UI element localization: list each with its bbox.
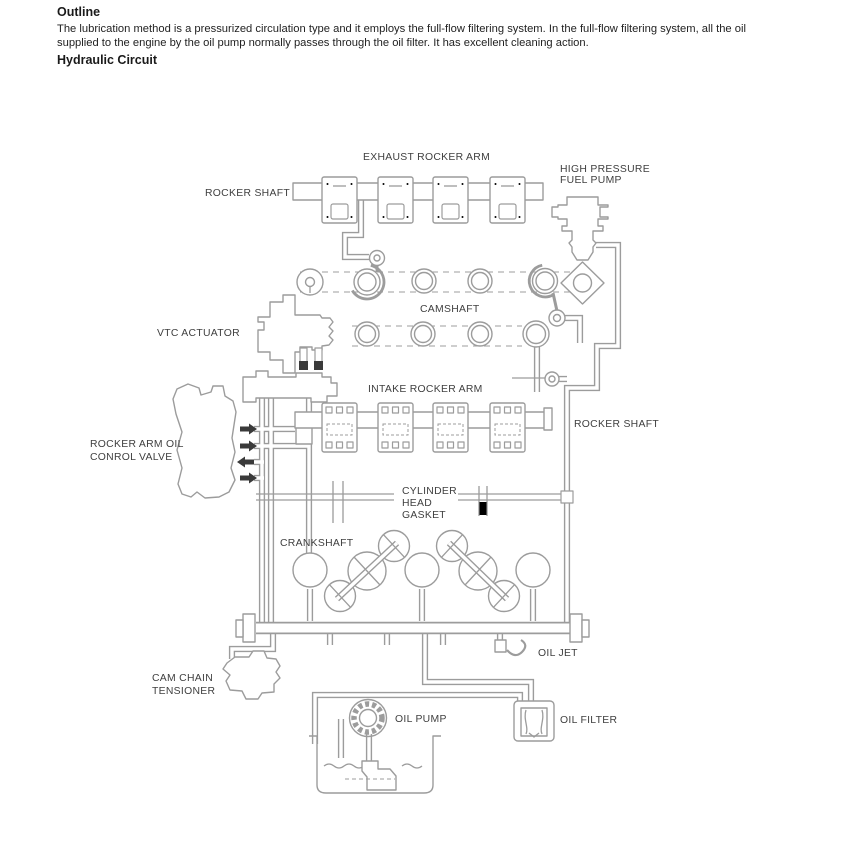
exhaust-rocker-arm-block	[432, 176, 469, 224]
rocker-arm-oil-control-valve-body	[172, 383, 237, 499]
intake-rocker-arm-block	[489, 402, 526, 453]
crank-throw	[323, 529, 411, 613]
label-cylinder-head-gasket-line3: GASKET	[402, 510, 446, 521]
intake-rocker-arm-block	[432, 402, 469, 453]
flow-arrow-right	[240, 440, 257, 452]
vtc-solenoid-foot	[299, 361, 308, 370]
high-pressure-fuel-pump-body	[551, 196, 609, 261]
exhaust-rocker-shaft-assembly	[292, 176, 544, 224]
exhaust-rocker-arm-block	[489, 176, 526, 224]
oil-passage-bracket	[295, 425, 313, 445]
cam-journal	[467, 321, 493, 347]
label-exhaust-rocker-arm: EXHAUST ROCKER ARM	[363, 152, 490, 163]
label-cylinder-head-gasket-line1: CYLINDER	[402, 486, 457, 497]
intake-rocker-shaft-end-cap	[543, 407, 553, 431]
diagram-linework	[172, 176, 618, 794]
oil-feed-junction	[548, 309, 566, 327]
oil-pump-rotor	[348, 698, 388, 738]
intake-rocker-arm-block	[321, 402, 358, 453]
label-cam-chain-tensioner-line1: CAM CHAIN	[152, 673, 213, 684]
hydraulic-circuit-heading: Hydraulic Circuit	[57, 53, 158, 67]
gallery-left-cap-flange	[235, 619, 244, 638]
label-high-pressure-fuel-pump-line1: HIGH PRESSURE	[560, 164, 650, 175]
intake-camshaft	[354, 320, 560, 387]
cam-sprocket-journal	[351, 264, 386, 301]
gallery-right-cap-flange	[581, 619, 590, 638]
vtc-actuator	[242, 294, 338, 403]
vtc-solenoid-leg	[314, 347, 323, 364]
label-camshaft: CAMSHAFT	[420, 304, 480, 315]
gallery-right-cap	[569, 613, 583, 643]
oil-filter-cartridge	[513, 700, 555, 742]
crank-main-journal	[292, 552, 328, 588]
fuel-pump-cam-lobe	[560, 261, 605, 305]
label-vtc-actuator: VTC ACTUATOR	[157, 328, 240, 339]
label-rocker-shaft-left: ROCKER SHAFT	[205, 188, 290, 199]
crank-throw	[435, 529, 521, 613]
oil-level-line	[323, 763, 423, 769]
exhaust-rocker-arm-block	[377, 176, 414, 224]
main-oil-gallery	[235, 613, 590, 643]
label-cylinder-head-gasket-line2: HEAD	[402, 498, 432, 509]
flow-arrow-right	[240, 472, 257, 484]
diagram-labels: EXHAUST ROCKER ARM ROCKER SHAFT HIGH PRE…	[90, 152, 659, 726]
outline-heading: Outline	[57, 5, 101, 19]
oil-flow-arrows	[237, 361, 323, 484]
cam-chain-tensioner-body	[222, 650, 281, 700]
cylinder-head-gasket-line	[256, 481, 574, 523]
oil-strainer	[361, 760, 397, 791]
label-oil-filter: OIL FILTER	[560, 715, 617, 726]
flow-arrow-left	[237, 456, 254, 468]
crank-main-journal	[404, 552, 440, 588]
label-oil-jet: OIL JET	[538, 648, 578, 659]
label-high-pressure-fuel-pump-line2: FUEL PUMP	[560, 175, 622, 186]
label-crankshaft: CRANKSHAFT	[280, 538, 354, 549]
cam-journal	[410, 321, 436, 347]
label-intake-rocker-arm: INTAKE ROCKER ARM	[368, 384, 483, 395]
oil-feed-junction	[544, 371, 560, 387]
vtc-solenoid-leg	[299, 347, 308, 364]
intake-rocker-shaft-assembly	[294, 402, 553, 453]
gasket-pipe-junction	[560, 490, 574, 504]
oil-jet-nozzle	[494, 639, 527, 657]
outline-paragraph: The lubrication method is a pressurized …	[57, 23, 746, 49]
camshaft-centerlines	[300, 271, 570, 347]
page-text-block: Outline The lubrication method is a pres…	[57, 5, 789, 68]
crankshaft-assembly	[292, 529, 551, 613]
exhaust-rocker-arm-block	[321, 176, 358, 224]
vtc-solenoid-foot	[314, 361, 323, 370]
label-rocker-shaft-right: ROCKER SHAFT	[574, 419, 659, 430]
label-rocker-arm-oil-control-valve-line1: ROCKER ARM OIL	[90, 439, 184, 450]
intake-rocker-arm-block	[377, 402, 414, 453]
label-rocker-arm-oil-control-valve-line2: CONROL VALVE	[90, 452, 173, 463]
flow-arrow-right	[240, 423, 257, 435]
cam-rear-sprocket-journal	[527, 263, 559, 312]
label-oil-pump: OIL PUMP	[395, 714, 447, 725]
cam-journal	[411, 268, 437, 294]
exhaust-camshaft	[296, 249, 605, 327]
cam-journal	[354, 321, 380, 347]
crank-main-journal	[515, 552, 551, 588]
gallery-left-cap	[242, 613, 256, 643]
gasket-oil-passage	[479, 502, 487, 515]
cam-journal	[467, 268, 493, 294]
oil-feed-junction	[368, 249, 386, 267]
cam-journal-front	[296, 268, 324, 296]
vtc-actuator-base	[242, 370, 338, 403]
oil-pan	[309, 735, 441, 794]
label-cam-chain-tensioner-line2: TENSIONER	[152, 686, 216, 697]
cam-rear-journal	[522, 320, 550, 348]
